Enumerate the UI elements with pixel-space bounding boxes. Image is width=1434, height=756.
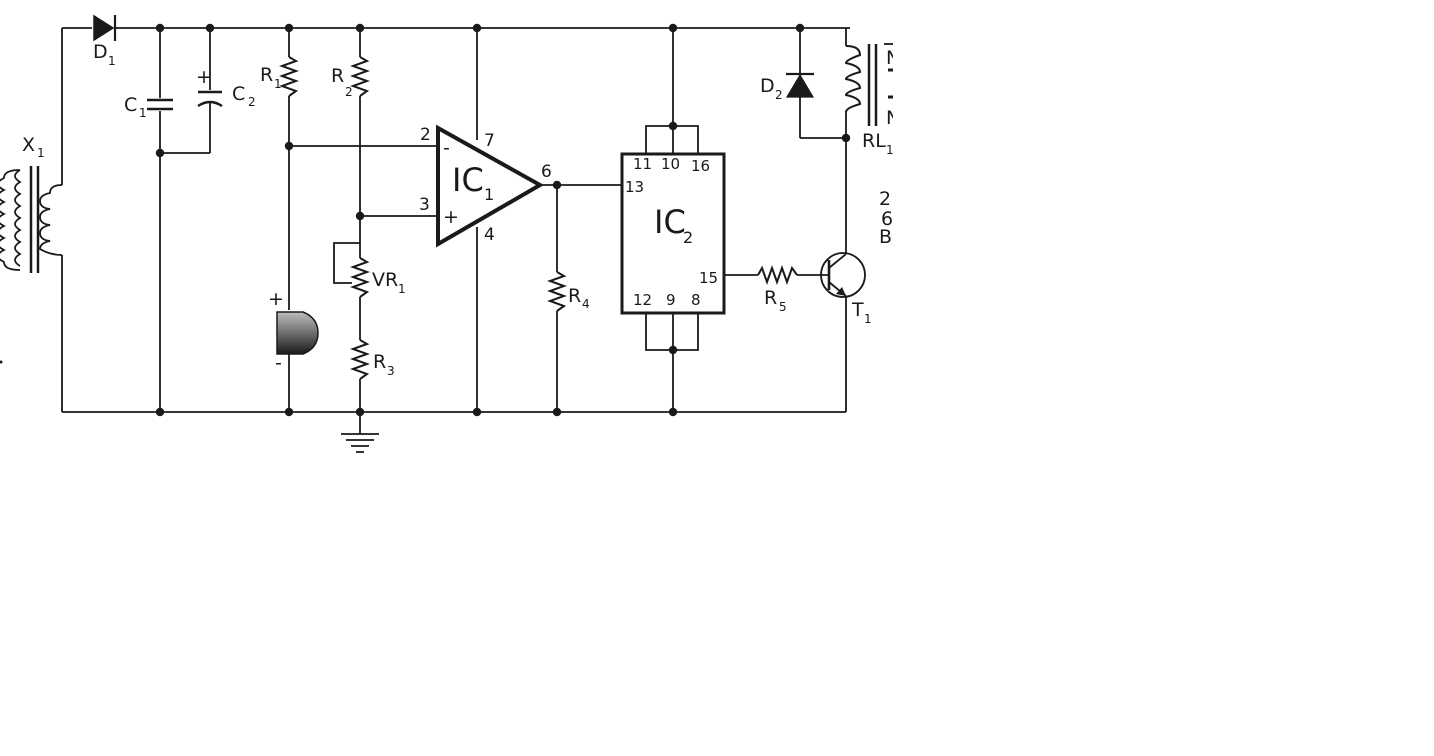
r3-subscript: 3: [387, 364, 395, 378]
ic1-pin-4: 4: [484, 225, 495, 245]
vr1-subscript: 1: [398, 282, 406, 296]
transformer-x1: X 1: [0, 134, 63, 364]
x1-label: X: [22, 134, 35, 156]
c1-label: C: [124, 94, 137, 116]
buzzer: + -: [268, 288, 319, 412]
x1-subscript: 1: [37, 146, 45, 160]
ic1-pin-3: 3: [419, 195, 430, 215]
ic2-pin-9: 9: [666, 291, 676, 309]
buzzer-plus-sign: +: [268, 288, 284, 310]
ic1-pin-7: 7: [484, 131, 495, 151]
diode-d2: D 2: [760, 28, 846, 139]
r5-subscript: 5: [779, 300, 787, 314]
resistor-r4: R 4: [547, 271, 590, 412]
positive-rail: [61, 27, 850, 185]
t1-subscript: 1: [864, 312, 872, 326]
ic2-pin-16: 16: [691, 157, 710, 175]
ic1-opamp: 2 3 7 4 6 - + IC 1: [289, 28, 552, 412]
r5-label: R: [764, 287, 777, 309]
clipped-label-line3: B: [879, 226, 892, 248]
r4-label: R: [568, 285, 581, 307]
r4-subscript: 4: [582, 297, 590, 311]
diode-d1: D 1: [93, 14, 117, 68]
capacitor-c1: C 1: [124, 28, 173, 412]
capacitor-c2: + C 2: [160, 28, 256, 154]
ic2-pin-10: 10: [661, 155, 680, 173]
resistor-r2: R 2: [331, 28, 370, 258]
ic2-pin-13: 13: [625, 178, 644, 196]
c2-plus-sign: +: [196, 66, 212, 88]
clipped-label-line1: 2: [879, 188, 891, 210]
junction-dots: [155, 23, 851, 417]
ic2-chip: 11 10 16 13 15 12 9 8 IC 2: [620, 28, 726, 412]
ic2-pin-12: 12: [633, 291, 652, 309]
c1-subscript: 1: [139, 106, 147, 120]
rl1-subscript: 1: [886, 143, 894, 157]
vr1-label: VR: [372, 269, 398, 291]
d2-label: D: [760, 75, 775, 97]
ic2-pin-8: 8: [691, 291, 701, 309]
r2-subscript: 2: [345, 85, 353, 99]
ic2-pin-15: 15: [699, 269, 718, 287]
clipped-label-line2: 6: [881, 208, 893, 230]
r1-subscript: 1: [274, 77, 282, 91]
ic1-pin-6: 6: [541, 162, 552, 182]
d1-subscript: 1: [108, 54, 116, 68]
transistor-t1: T 1: [820, 138, 872, 412]
r1-label: R: [260, 64, 273, 86]
ground-rail: [61, 255, 846, 413]
ic1-output-net: [540, 184, 622, 272]
ic1-minus-sign: -: [443, 137, 450, 159]
ic1-subscript: 1: [484, 185, 494, 204]
resistor-r3: R 3: [350, 297, 395, 412]
resistor-r5: R 5: [724, 265, 828, 314]
c2-subscript: 2: [248, 95, 256, 109]
ic2-pin-11: 11: [633, 155, 652, 173]
ic1-plus-sign: +: [443, 206, 459, 228]
resistor-r1: R 1: [260, 28, 299, 310]
ic2-subscript: 2: [683, 228, 693, 247]
ground-symbol: [341, 412, 379, 453]
relay-rl1: RL 1 N N 2 6 B: [844, 28, 900, 248]
t1-label: T: [851, 299, 864, 321]
potentiometer-vr1: VR 1: [333, 242, 406, 298]
d1-label: D: [93, 41, 108, 63]
c2-label: C: [232, 83, 245, 105]
ic1-label: IC: [452, 161, 484, 199]
r3-label: R: [373, 351, 386, 373]
rl1-label: RL: [862, 130, 886, 152]
ic1-pin-2: 2: [420, 125, 431, 145]
d2-subscript: 2: [775, 88, 783, 102]
r2-label: R: [331, 65, 344, 87]
buzzer-minus-sign: -: [275, 352, 282, 374]
ic2-label: IC: [654, 203, 686, 241]
